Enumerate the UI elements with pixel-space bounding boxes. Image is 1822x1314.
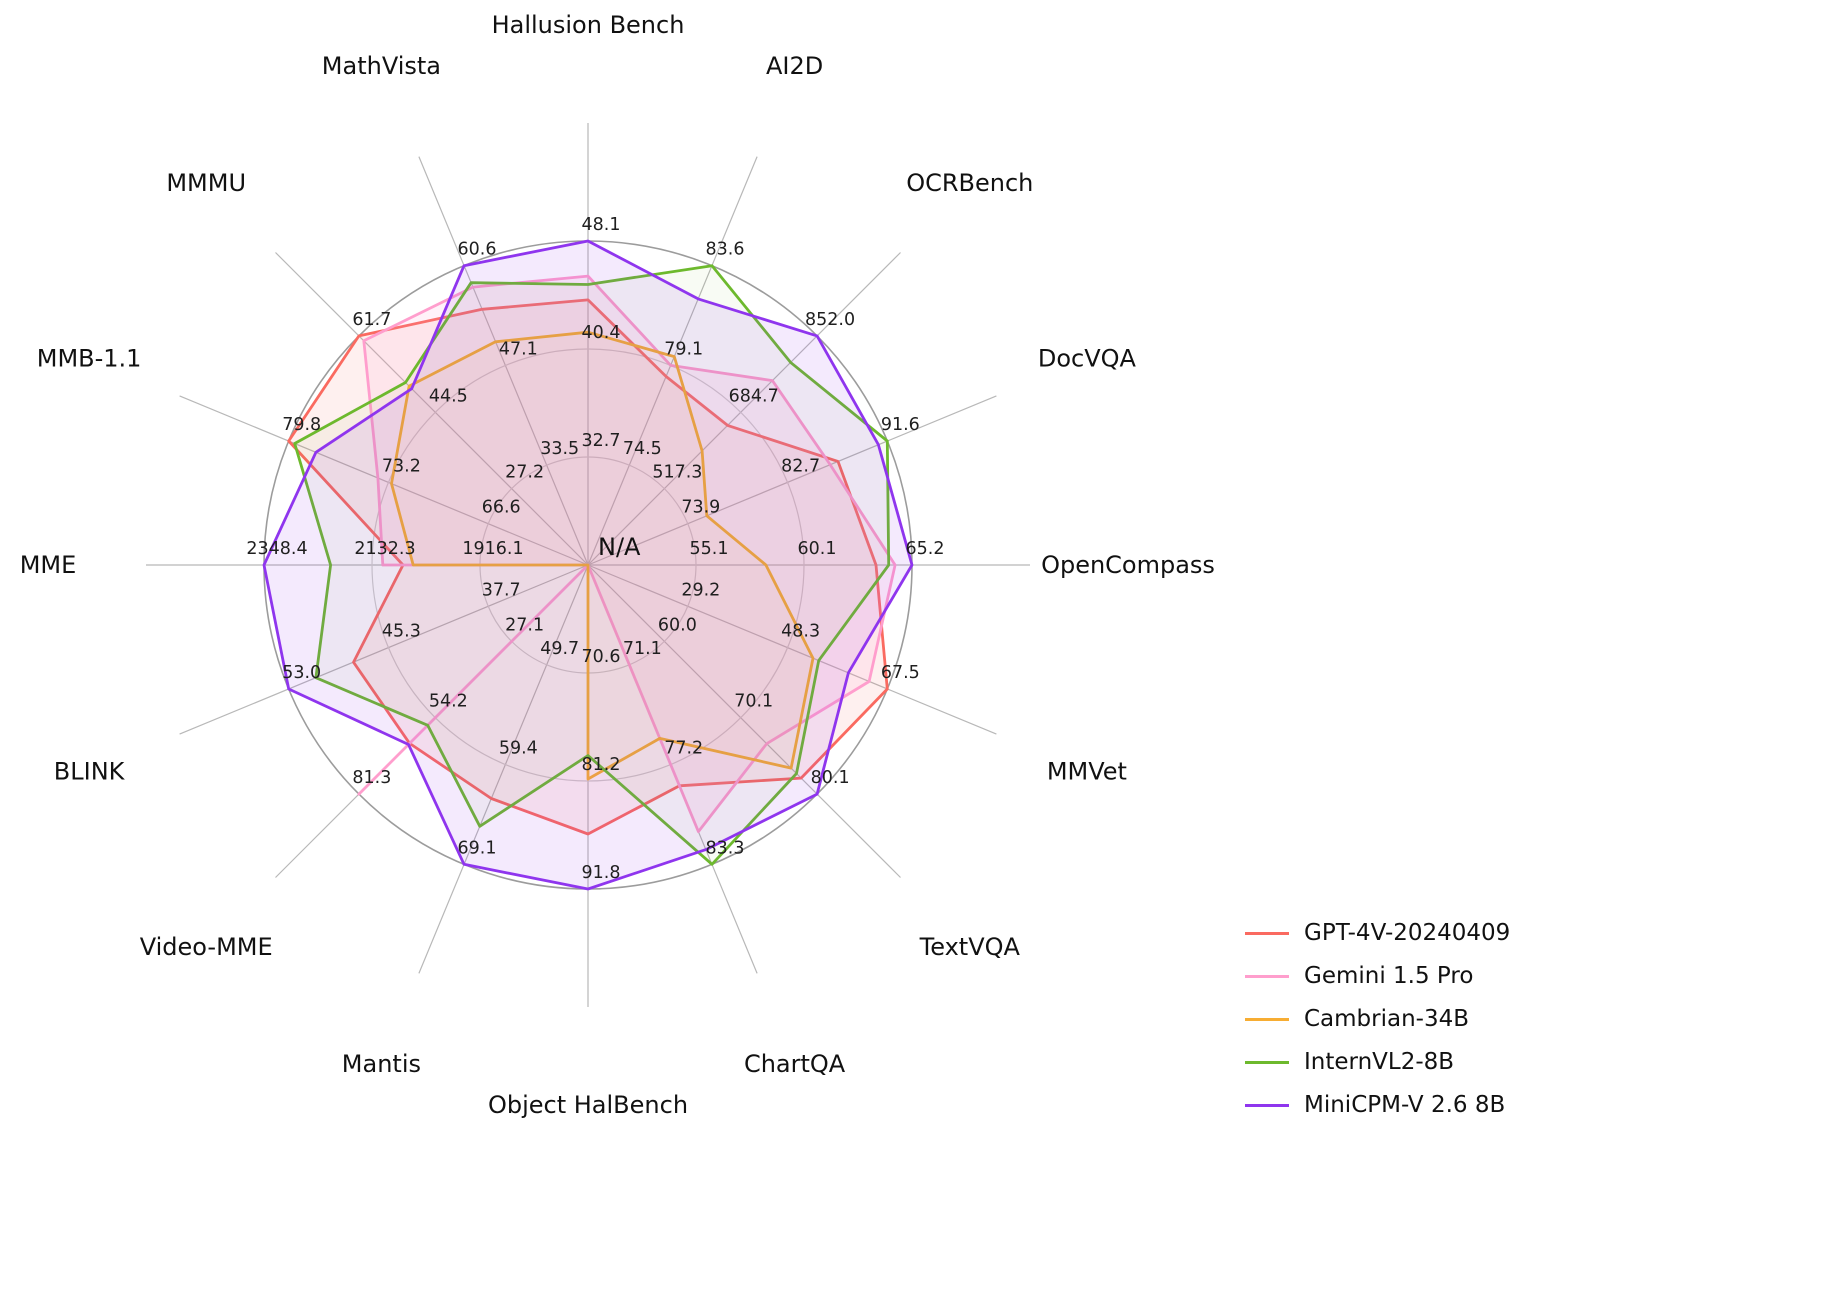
series-polygon-cambrian-34b bbox=[390, 330, 815, 781]
legend-item-cambrian-34b: Cambrian-34B bbox=[1245, 1004, 1510, 1034]
legend-line-sample bbox=[1245, 931, 1289, 935]
tick-label-video-mme: 54.2 bbox=[429, 692, 468, 712]
axis-label-blink: BLINK bbox=[54, 758, 126, 786]
axis-label-mme: MME bbox=[20, 551, 77, 579]
tick-label-mmmu: 27.2 bbox=[505, 463, 544, 483]
series-polygon-internvl2-8b bbox=[293, 264, 891, 866]
tick-label-docvqa: 91.6 bbox=[881, 415, 920, 435]
tick-label-mme: 2132.3 bbox=[354, 539, 415, 559]
axis-spoke bbox=[587, 252, 901, 566]
tick-label-mme: 2348.4 bbox=[246, 539, 307, 559]
axis-label-mantis: Mantis bbox=[342, 1050, 421, 1078]
legend-label: GPT-4V-20240409 bbox=[1304, 919, 1511, 946]
tick-label-mantis: 49.7 bbox=[540, 639, 579, 659]
tick-label-mmmu: 44.5 bbox=[429, 386, 468, 406]
axis-spoke bbox=[587, 564, 901, 878]
tick-label-blink: 53.0 bbox=[282, 663, 321, 683]
tick-label-mme: 1916.1 bbox=[462, 539, 523, 559]
tick-label-blink: 37.7 bbox=[482, 580, 521, 600]
legend-line-sample bbox=[1245, 1060, 1289, 1064]
tick-label-blink: 45.3 bbox=[382, 622, 421, 642]
tick-label-hallusion-bench: 40.4 bbox=[582, 323, 621, 343]
legend-item-minicpm-v-2-6-8b: MiniCPM-V 2.6 8B bbox=[1245, 1090, 1510, 1120]
tick-label-ai2d: 74.5 bbox=[623, 439, 662, 459]
tick-label-hallusion-bench: 32.7 bbox=[582, 431, 621, 451]
legend-line-sample bbox=[1245, 1017, 1289, 1021]
axis-spoke bbox=[587, 156, 758, 566]
axis-spoke bbox=[418, 156, 589, 566]
legend-line-sample bbox=[1245, 1103, 1289, 1107]
axis-label-ai2d: AI2D bbox=[766, 52, 823, 80]
tick-label-mathvista: 33.5 bbox=[540, 439, 579, 459]
tick-label-mantis: 69.1 bbox=[458, 838, 497, 858]
tick-label-docvqa: 82.7 bbox=[781, 456, 820, 476]
axis-label-object-halbench: Object HalBench bbox=[488, 1091, 688, 1119]
tick-label-ocrbench: 684.7 bbox=[729, 386, 779, 406]
legend-item-gpt-4v-20240409: GPT-4V-20240409 bbox=[1245, 918, 1510, 948]
tick-label-opencompass: 60.1 bbox=[798, 539, 837, 559]
axis-label-mmmu: MMMU bbox=[166, 169, 246, 197]
tick-label-mmb-1-1: 73.2 bbox=[382, 456, 421, 476]
tick-label-docvqa: 73.9 bbox=[681, 498, 720, 518]
series-polygon-gemini-1-5-pro bbox=[357, 274, 897, 833]
axis-spoke bbox=[275, 252, 589, 566]
axis-spoke bbox=[587, 564, 997, 735]
axis-label-mmb-1-1: MMB-1.1 bbox=[37, 344, 142, 372]
tick-label-mmvet: 29.2 bbox=[681, 580, 720, 600]
tick-label-mantis: 59.4 bbox=[499, 739, 538, 759]
tick-label-video-mme: 27.1 bbox=[505, 615, 544, 635]
legend-label: Cambrian-34B bbox=[1304, 1005, 1470, 1032]
axis-spoke bbox=[179, 395, 589, 566]
center-na-label: N/A bbox=[598, 533, 641, 561]
grid-ring-middle bbox=[371, 348, 805, 782]
axis-spoke bbox=[587, 395, 997, 566]
tick-label-object-halbench: 70.6 bbox=[582, 647, 621, 667]
tick-label-chartqa: 71.1 bbox=[623, 639, 662, 659]
tick-label-mmmu: 61.7 bbox=[352, 310, 391, 330]
tick-label-ai2d: 83.6 bbox=[706, 240, 745, 260]
axis-label-video-mme: Video-MME bbox=[140, 933, 273, 961]
axis-label-docvqa: DocVQA bbox=[1038, 344, 1137, 372]
axis-label-hallusion-bench: Hallusion Bench bbox=[492, 11, 685, 39]
tick-label-textvqa: 80.1 bbox=[811, 768, 850, 788]
tick-label-chartqa: 77.2 bbox=[664, 739, 703, 759]
axis-label-opencompass: OpenCompass bbox=[1041, 551, 1215, 579]
legend-label: Gemini 1.5 Pro bbox=[1304, 962, 1474, 989]
legend-line-sample bbox=[1245, 974, 1289, 978]
legend-item-gemini-1-5-pro: Gemini 1.5 Pro bbox=[1245, 961, 1510, 991]
tick-label-opencompass: 55.1 bbox=[690, 539, 729, 559]
tick-label-mathvista: 47.1 bbox=[499, 339, 538, 359]
tick-label-mmvet: 67.5 bbox=[881, 663, 920, 683]
legend-item-internvl2-8b: InternVL2-8B bbox=[1245, 1047, 1510, 1077]
tick-label-mmb-1-1: 79.8 bbox=[282, 415, 321, 435]
tick-label-ocrbench: 852.0 bbox=[805, 310, 855, 330]
tick-label-hallusion-bench: 48.1 bbox=[582, 215, 621, 235]
legend-label: MiniCPM-V 2.6 8B bbox=[1304, 1091, 1506, 1118]
axis-spoke bbox=[179, 564, 589, 735]
tick-label-object-halbench: 81.2 bbox=[582, 755, 621, 775]
tick-label-mmvet: 48.3 bbox=[781, 622, 820, 642]
axis-label-mathvista: MathVista bbox=[322, 52, 441, 80]
axis-label-textvqa: TextVQA bbox=[919, 933, 1021, 961]
axis-spoke bbox=[418, 564, 589, 974]
axis-label-ocrbench: OCRBench bbox=[906, 169, 1033, 197]
tick-label-video-mme: 81.3 bbox=[352, 768, 391, 788]
series-polygon-minicpm-v-2-6-8b bbox=[262, 239, 914, 891]
tick-label-ocrbench: 517.3 bbox=[652, 463, 702, 483]
tick-label-mmb-1-1: 66.6 bbox=[482, 498, 521, 518]
tick-label-ai2d: 79.1 bbox=[664, 339, 703, 359]
tick-label-mathvista: 60.6 bbox=[458, 240, 497, 260]
tick-label-opencompass: 65.2 bbox=[906, 539, 945, 559]
tick-label-textvqa: 60.0 bbox=[658, 615, 697, 635]
tick-label-object-halbench: 91.8 bbox=[582, 863, 621, 883]
tick-label-textvqa: 70.1 bbox=[734, 692, 773, 712]
axis-label-mmvet: MMVet bbox=[1047, 758, 1127, 786]
legend-label: InternVL2-8B bbox=[1304, 1048, 1455, 1075]
axis-label-chartqa: ChartQA bbox=[744, 1050, 846, 1078]
tick-label-chartqa: 83.3 bbox=[706, 838, 745, 858]
